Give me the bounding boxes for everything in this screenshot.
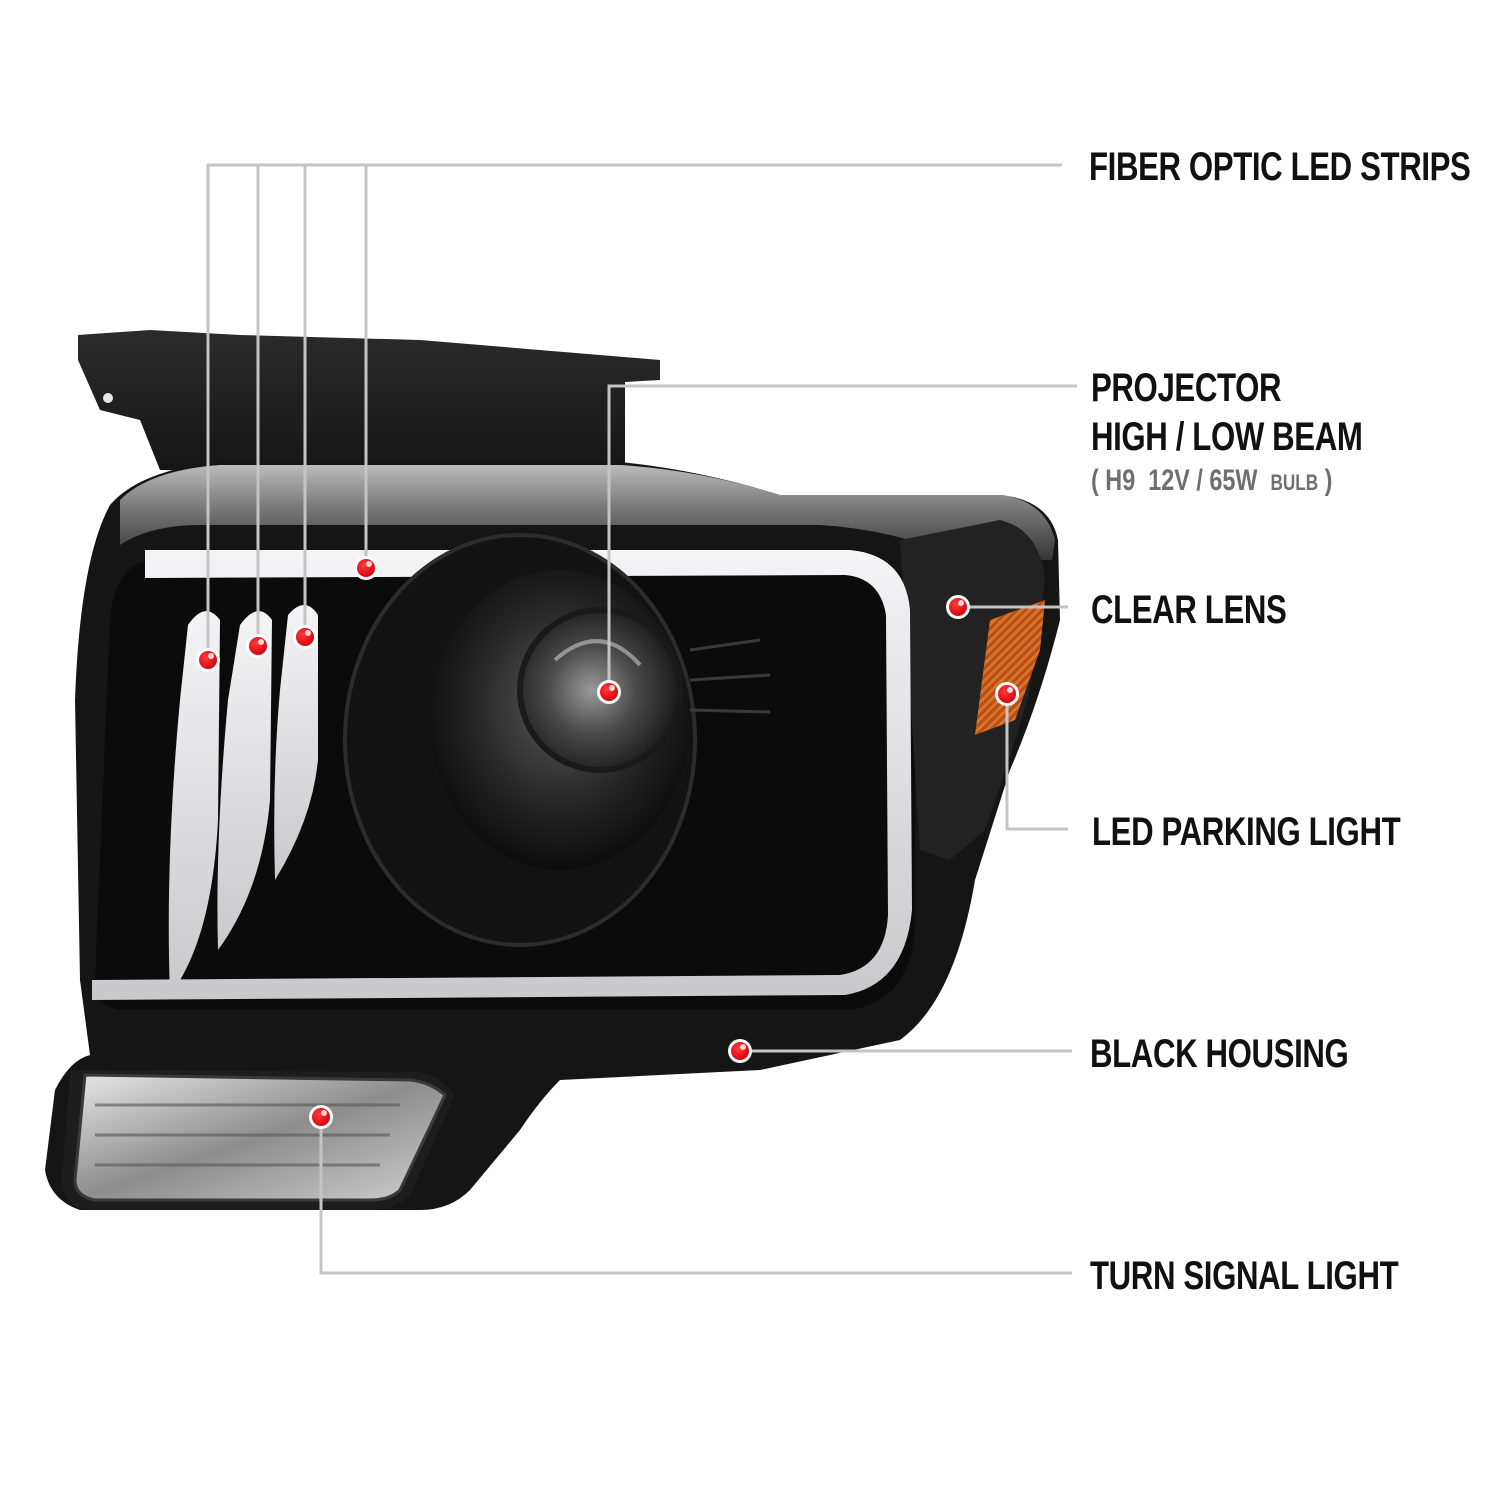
turn-signal-assembly [62, 1070, 455, 1210]
callout-lines [206, 163, 1077, 1275]
callout-dot-parking [995, 682, 1019, 706]
label-turn-signal-light: TURN SIGNAL LIGHT [1090, 1254, 1399, 1298]
callout-dot-fiber-1 [196, 648, 220, 672]
label-led-parking-light: LED PARKING LIGHT [1092, 810, 1401, 854]
label-high-low-beam: HIGH / LOW BEAM [1091, 415, 1363, 459]
callout-dot-projector [597, 680, 621, 704]
callout-dot-turn [309, 1105, 333, 1129]
callout-dot-fiber-2 [246, 634, 270, 658]
callout-dot-fiber-3 [293, 625, 317, 649]
spec-rating: 12V / 65W [1148, 464, 1258, 497]
label-bulb-spec: ( H9 12V / 65W BULB ) [1091, 466, 1332, 496]
label-clear-lens: CLEAR LENS [1091, 588, 1287, 632]
label-projector: PROJECTOR [1091, 366, 1282, 410]
mounting-bracket [78, 330, 660, 480]
callout-dots [196, 556, 1019, 1129]
callout-dot-fiber-4 [354, 556, 378, 580]
label-fiber-optic-led-strips: FIBER OPTIC LED STRIPS [1089, 145, 1471, 189]
spec-unit: BULB [1270, 470, 1319, 495]
spec-close-paren: ) [1324, 464, 1333, 497]
spec-open-paren: ( [1091, 464, 1099, 497]
amber-parking-reflector [975, 600, 1045, 735]
label-black-housing: BLACK HOUSING [1090, 1032, 1349, 1076]
callout-dot-lens [946, 595, 970, 619]
spec-bulb-type: H9 [1105, 464, 1136, 497]
callout-dot-housing [728, 1039, 752, 1063]
fiber-optic-blades [168, 605, 318, 995]
